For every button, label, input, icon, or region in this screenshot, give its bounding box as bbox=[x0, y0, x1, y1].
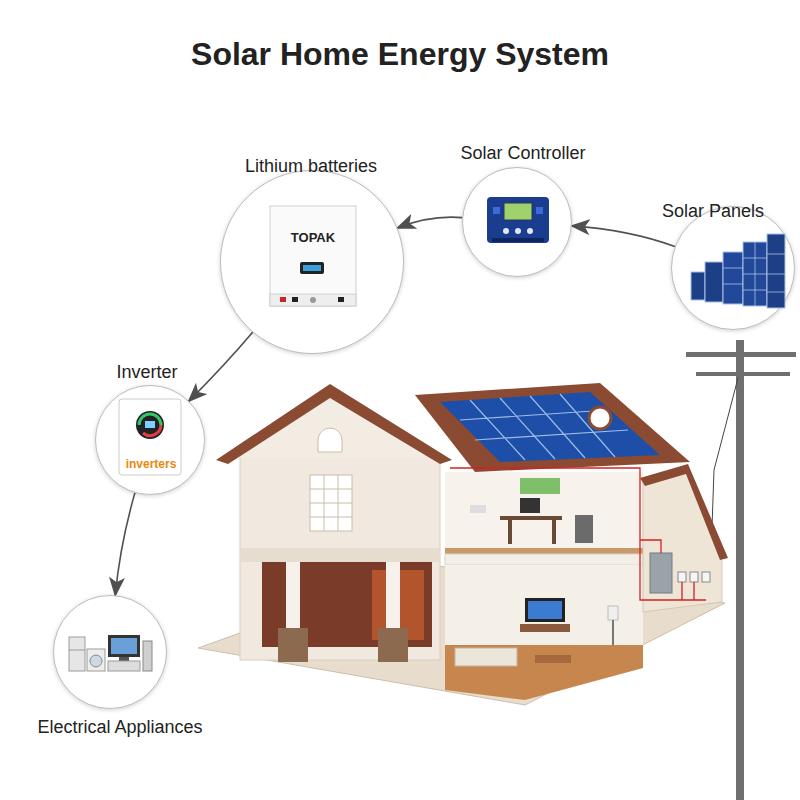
flow-arrow bbox=[189, 332, 253, 401]
panels-circle: Solar Panels bbox=[671, 206, 795, 330]
node-heading: Inverter bbox=[116, 362, 177, 383]
flow-arrow bbox=[115, 493, 135, 595]
node-heading: Electrical Appliances bbox=[37, 717, 202, 738]
battery-circle: Lithium batteriesTOPAK bbox=[220, 170, 404, 354]
brand-text: TOPAK bbox=[291, 230, 335, 245]
flow-arrow bbox=[397, 217, 462, 228]
node-icon bbox=[220, 170, 404, 354]
node-icon bbox=[462, 167, 572, 277]
node-icon bbox=[95, 385, 205, 495]
inverter-circle: Inverterinverters bbox=[95, 385, 205, 495]
appliances-circle: Electrical Appliances bbox=[53, 595, 167, 709]
brand-text: inverters bbox=[126, 457, 177, 471]
controller-circle: Solar Controller bbox=[462, 167, 572, 277]
node-heading: Solar Panels bbox=[662, 201, 764, 222]
diagram-title: Solar Home Energy System bbox=[0, 36, 800, 73]
flow-arrow bbox=[572, 226, 675, 247]
node-icon bbox=[53, 595, 167, 709]
node-heading: Solar Controller bbox=[460, 143, 585, 164]
node-icon bbox=[671, 206, 795, 330]
node-heading: Lithium batteries bbox=[245, 156, 377, 177]
